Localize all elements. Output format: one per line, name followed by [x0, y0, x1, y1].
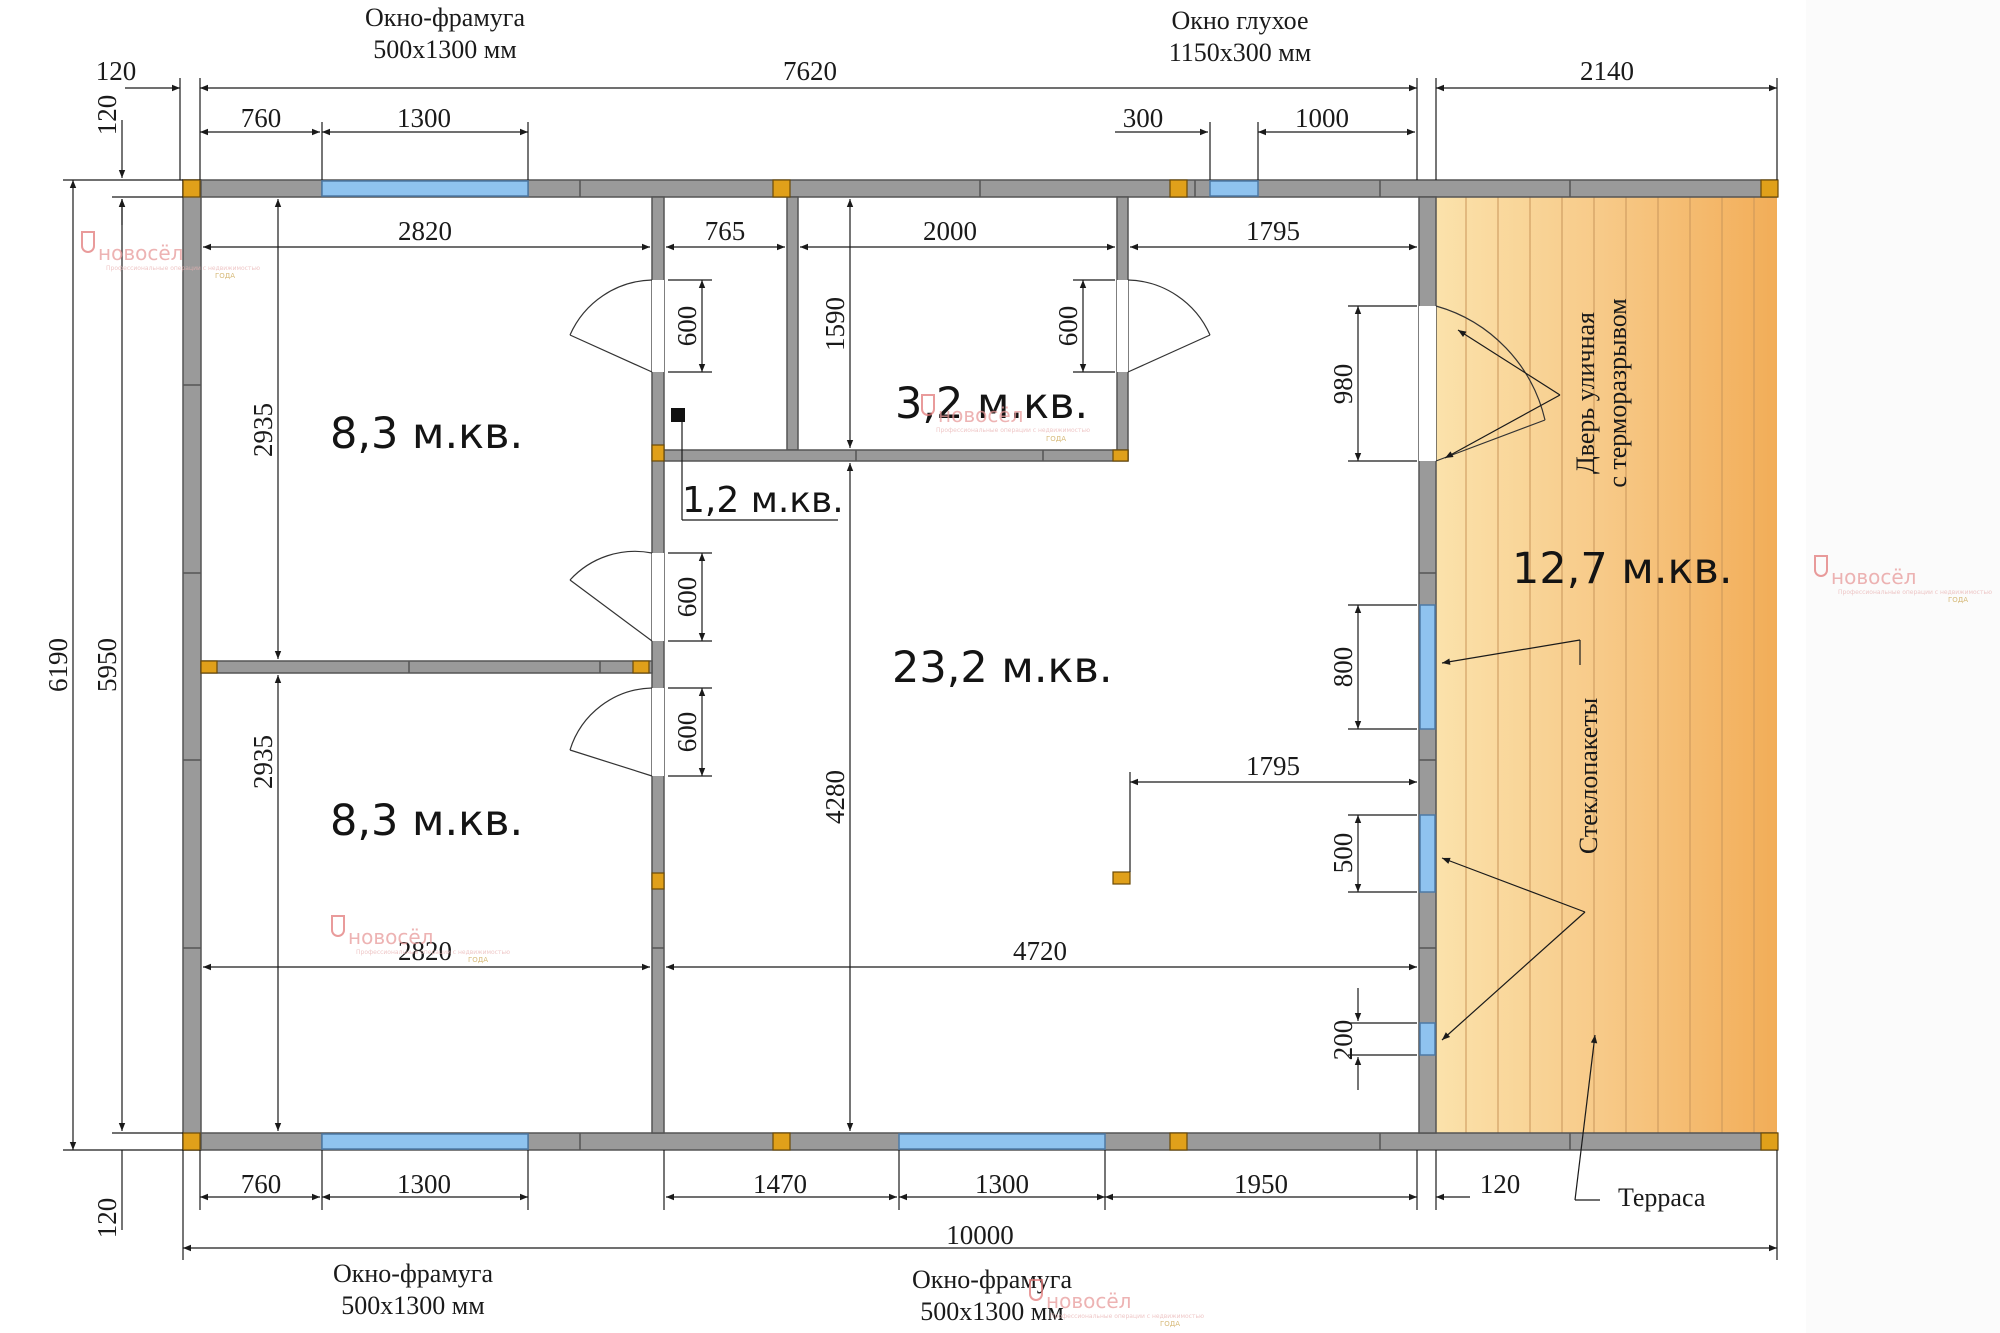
closet-marker — [671, 408, 685, 422]
note-window-bottom-left-name: Окно-фрамуга — [333, 1259, 493, 1288]
room-area-bedroom-top: 8,3 м.кв. — [330, 409, 523, 459]
room-area-terrace: 12,7 м.кв. — [1512, 544, 1733, 594]
note-window-top-left-name: Окно-фрамуга — [365, 3, 525, 32]
dim-mid-1795: 1795 — [1246, 751, 1300, 781]
dim-980: 980 — [1328, 364, 1358, 405]
walls — [182, 179, 1778, 1151]
watermark-brand-4: новосёл — [348, 925, 433, 949]
dim-bottom-1300b: 1300 — [975, 1169, 1029, 1199]
watermark-award-2: ГОДА — [1046, 435, 1066, 443]
dim-6190: 6190 — [43, 638, 73, 692]
note-window-bottom-center-name: Окно-фрамуга — [912, 1265, 1072, 1294]
free-column — [1112, 871, 1131, 885]
note-window-bottom-left-size: 500х1300 мм — [341, 1291, 484, 1320]
wall-bath-bottom — [663, 449, 1129, 462]
dim-top-300: 300 — [1123, 103, 1164, 133]
dim-800: 800 — [1328, 647, 1358, 688]
terrace-floor — [1436, 197, 1777, 1133]
watermark-2: новосёл Профессиональные операции с недв… — [921, 394, 1090, 443]
glazing-1 — [1419, 604, 1436, 730]
dim-top-120-v: 120 — [92, 95, 122, 136]
watermark-award-3: ГОДА — [1948, 596, 1968, 604]
note-window-top-right-size: 1150х300 мм — [1169, 38, 1311, 67]
watermark-brand-1: новосёл — [98, 241, 183, 265]
watermark-tagline-5: Профессиональные операции с недвижимость… — [1050, 1313, 1204, 1320]
dim-top-760: 760 — [241, 103, 282, 133]
dim-door-600-d: 600 — [672, 712, 702, 753]
watermark-tagline-4: Профессиональные операции с недвижимость… — [356, 949, 510, 956]
dim-1590: 1590 — [820, 297, 850, 351]
dim-bottom-10000: 10000 — [946, 1220, 1014, 1250]
dim-bottom-1470: 1470 — [753, 1169, 807, 1199]
dim-door-600-c: 600 — [672, 577, 702, 618]
dim-bottom-1950: 1950 — [1234, 1169, 1288, 1199]
dim-left-120: 120 — [92, 1198, 122, 1239]
note-window-top-right-name: Окно глухое — [1171, 6, 1308, 35]
dim-room-2820: 2820 — [398, 216, 452, 246]
columns — [182, 179, 1779, 1151]
window-bottom-left — [321, 1133, 529, 1150]
dim-door-600-b: 600 — [1053, 306, 1083, 347]
dim-top-1000: 1000 — [1295, 103, 1349, 133]
watermark-brand-2: новосёл — [938, 403, 1023, 427]
dim-top-2140: 2140 — [1580, 56, 1634, 86]
note-terrace: Терраса — [1618, 1183, 1706, 1212]
dim-bottom-1300: 1300 — [397, 1169, 451, 1199]
room-area-living: 23,2 м.кв. — [892, 643, 1113, 693]
room-area-closet: 1,2 м.кв. — [682, 480, 844, 521]
leader-lines — [1441, 329, 1600, 1201]
dim-bottom-120: 120 — [1480, 1169, 1521, 1199]
watermark-4: новосёл Профессиональные операции с недв… — [331, 915, 510, 964]
watermark-tagline-2: Профессиональные операции с недвижимость… — [936, 427, 1090, 434]
window-top-left — [321, 180, 529, 197]
room-area-bedroom-bottom: 8,3 м.кв. — [330, 796, 523, 846]
dim-top-7620: 7620 — [783, 56, 837, 86]
dim-top-1300: 1300 — [397, 103, 451, 133]
dim-2935-a: 2935 — [248, 403, 278, 457]
dim-mid-2820: 2820 — [398, 936, 452, 966]
note-window-top-left-size: 500х1300 мм — [373, 35, 516, 64]
dim-room-2000: 2000 — [923, 216, 977, 246]
door-openings — [652, 280, 1436, 776]
wall-closet — [786, 196, 799, 451]
watermark-tagline-1: Профессиональные операции с недвижимость… — [106, 265, 260, 272]
dim-room-765: 765 — [705, 216, 746, 246]
windows — [321, 180, 1436, 1150]
window-bottom-center — [898, 1133, 1106, 1150]
dim-4280: 4280 — [820, 770, 850, 824]
dim-room-1795: 1795 — [1246, 216, 1300, 246]
dimension-lines — [63, 78, 1778, 1260]
watermark-3: новосёл Профессиональные операции с недв… — [1814, 555, 1992, 604]
wall-left — [182, 179, 202, 1151]
note-door-line1: Дверь уличная — [1571, 312, 1600, 474]
watermark-tagline-3: Профессиональные операции с недвижимость… — [1838, 589, 1992, 596]
dim-2935-b: 2935 — [248, 735, 278, 789]
note-glazing: Стеклопакеты — [1574, 698, 1603, 854]
wall-bedroom-divider — [200, 660, 653, 674]
dim-500: 500 — [1328, 833, 1358, 874]
room-area-bathroom: 3,2 м.кв. — [895, 379, 1088, 429]
dim-bottom-760: 760 — [241, 1169, 282, 1199]
watermark-award-5: ГОДА — [1160, 1320, 1180, 1328]
dim-door-600-a: 600 — [672, 306, 702, 347]
watermark-brand-5: новосёл — [1046, 1289, 1131, 1313]
glazing-2 — [1419, 814, 1436, 893]
watermark-award-4: ГОДА — [468, 956, 488, 964]
watermark-5: новосёл Профессиональные операции с недв… — [1029, 1279, 1204, 1328]
window-top-right — [1209, 180, 1259, 197]
door-swings — [569, 279, 1546, 777]
watermark-1: новосёл Профессиональные операции с недв… — [81, 231, 260, 280]
dim-5950: 5950 — [92, 638, 122, 692]
dim-200: 200 — [1328, 1020, 1358, 1061]
note-window-bottom-center-size: 500х1300 мм — [920, 1297, 1063, 1326]
note-door-line2: с терморазрывом — [1603, 298, 1632, 487]
watermark-brand-3: новосёл — [1831, 565, 1916, 589]
dim-mid-4720: 4720 — [1013, 936, 1067, 966]
glazing-3 — [1419, 1022, 1436, 1056]
watermark-award-1: ГОДА — [215, 272, 235, 280]
dim-top-120: 120 — [96, 56, 137, 86]
